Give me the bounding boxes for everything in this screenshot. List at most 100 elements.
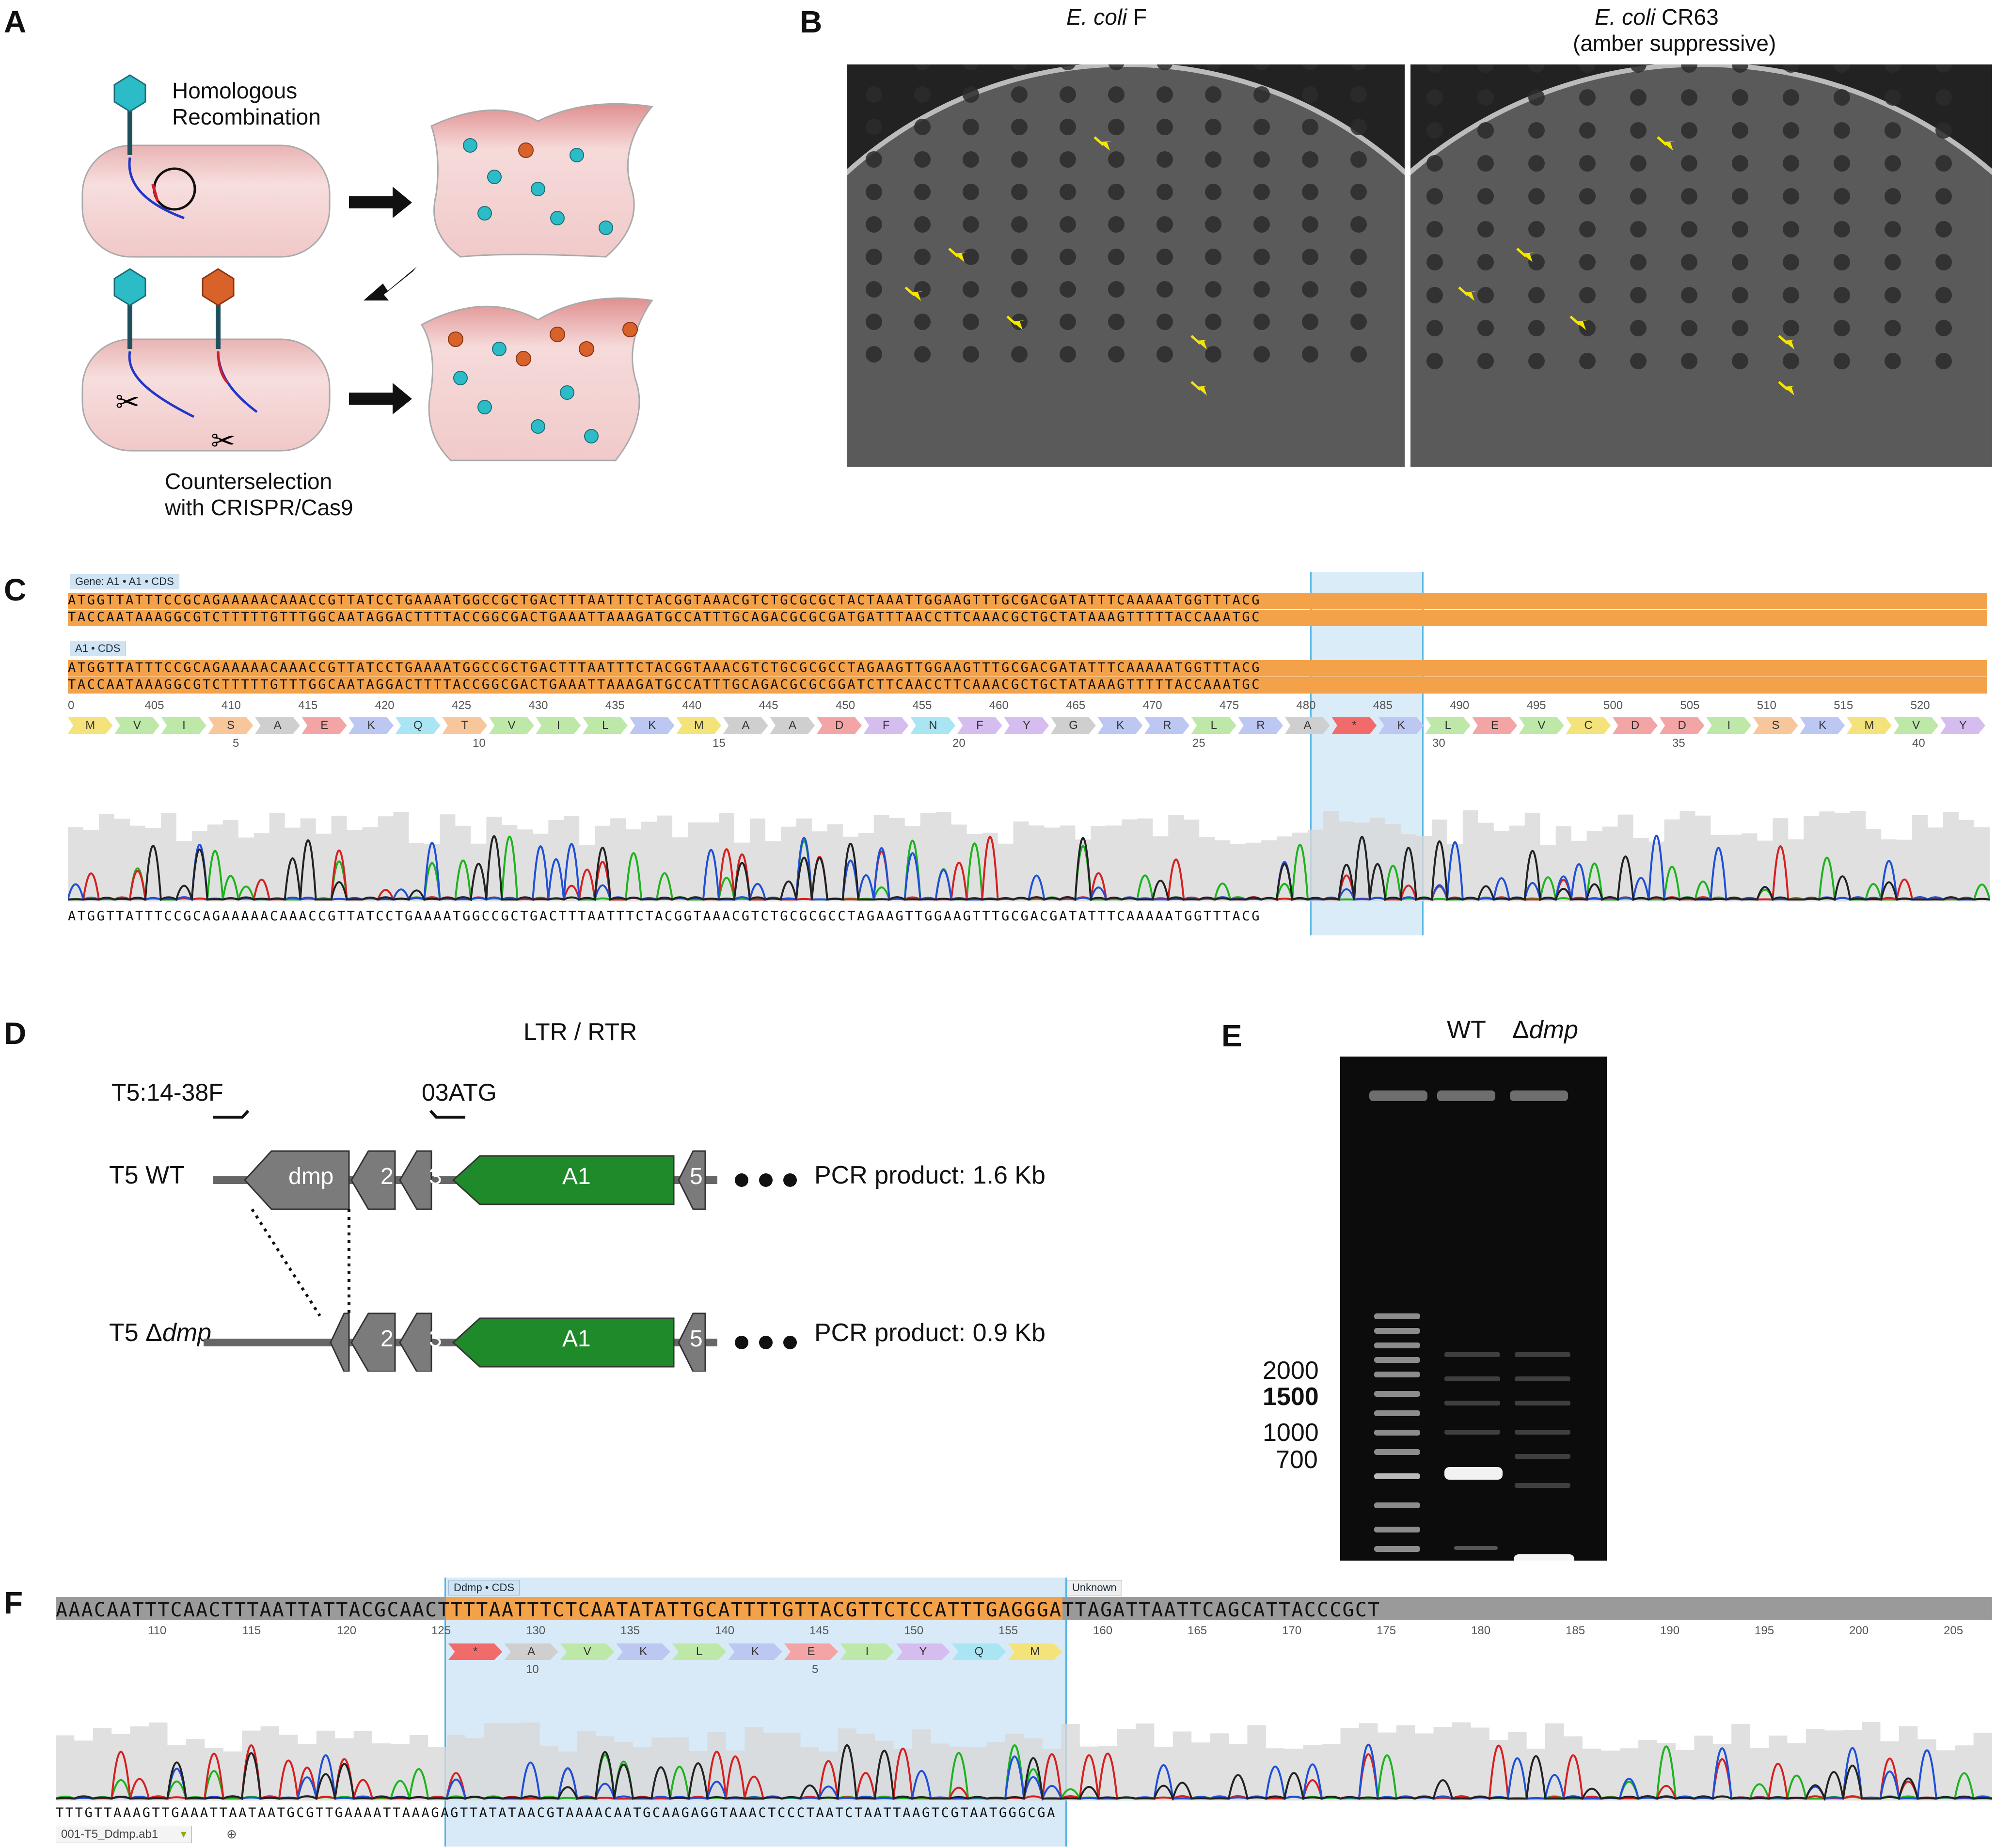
plaque-spot bbox=[1681, 155, 1697, 172]
plaque-spot bbox=[914, 249, 931, 265]
trace-3 bbox=[56, 1744, 1992, 1801]
burst-cell-top bbox=[430, 103, 653, 258]
aa-cell: Q bbox=[952, 1643, 1006, 1660]
mut-top-strand: ATGGTTATTTCCGCAGAAAAACAAACCGTTATCCTGAAAA… bbox=[68, 660, 1987, 677]
plaque-spot bbox=[914, 314, 931, 330]
aa-cell: V bbox=[560, 1643, 615, 1660]
plaque-spot bbox=[1426, 122, 1443, 139]
plaque-spot bbox=[1350, 249, 1367, 265]
plaque-spot bbox=[1350, 184, 1367, 200]
ruler-number: 445 bbox=[759, 699, 778, 712]
ruler-number: 450 bbox=[836, 699, 855, 712]
read-sequence-f: TTTGTTAAAGTTGAAATTAATAATGCGTTGAAAATTAAAG… bbox=[56, 1805, 1057, 1820]
plaque-spot bbox=[1579, 254, 1596, 270]
ruler-number: 405 bbox=[144, 699, 164, 712]
aa-cell: Y bbox=[1940, 717, 1985, 734]
ddmp-cds-tag[interactable]: Ddmp • CDS bbox=[448, 1580, 520, 1595]
plaque-spot bbox=[1108, 346, 1125, 363]
plaque-spot bbox=[1156, 249, 1173, 265]
plaque-spot bbox=[1834, 188, 1850, 205]
marker-700: 700 bbox=[1276, 1446, 1318, 1474]
plaque-spot bbox=[1156, 86, 1173, 103]
ladder-band bbox=[1374, 1357, 1420, 1363]
plaque-spot bbox=[1783, 64, 1799, 73]
ruler-number: 10 bbox=[473, 737, 486, 750]
dropdown-icon[interactable]: ▾ bbox=[180, 1828, 187, 1841]
plaque-spot bbox=[1834, 64, 1850, 73]
arrow-right-icon bbox=[349, 187, 412, 218]
plaque-spot bbox=[1935, 353, 1952, 369]
plaque-spot bbox=[1885, 64, 1901, 73]
ruler-number: 440 bbox=[682, 699, 702, 712]
plaque-spot bbox=[1935, 155, 1952, 172]
deletion-highlight bbox=[444, 1578, 1067, 1847]
plaque-spot bbox=[1011, 216, 1028, 233]
unknown-tag[interactable]: Unknown bbox=[1067, 1580, 1122, 1595]
ruler-number: 515 bbox=[1834, 699, 1853, 712]
aa-cell: C bbox=[1566, 717, 1611, 734]
gene-tag[interactable]: Gene: A1 • A1 • CDS bbox=[70, 574, 179, 589]
plaque-spot bbox=[1350, 314, 1367, 330]
plaque-spot bbox=[1302, 184, 1318, 200]
plaque-spot bbox=[1350, 119, 1367, 135]
ruler-number: 160 bbox=[1093, 1624, 1113, 1637]
aa-cell: D bbox=[817, 717, 862, 734]
plaque-spot bbox=[1528, 89, 1545, 106]
plaque-spot bbox=[1630, 287, 1647, 303]
aa-cell: V bbox=[1893, 717, 1939, 734]
phage-orange-top bbox=[518, 142, 534, 158]
plaque-spot bbox=[1935, 122, 1952, 139]
ruler-number: 470 bbox=[1142, 699, 1162, 712]
plaque-spot bbox=[1732, 122, 1748, 139]
wt-genome-label: T5 WT bbox=[109, 1161, 185, 1189]
plaque-spot bbox=[1681, 353, 1697, 369]
plaque-spot bbox=[1205, 86, 1221, 103]
aa-cell: G bbox=[1051, 717, 1096, 734]
gene-dmp-remnant bbox=[330, 1312, 350, 1372]
plaque-spot bbox=[1253, 314, 1270, 330]
primer-f-arrow-icon bbox=[213, 1109, 250, 1119]
aa-cell: L bbox=[1425, 717, 1471, 734]
aa-cell: D bbox=[1613, 717, 1658, 734]
aa-cell: K bbox=[349, 717, 394, 734]
plaque-spot bbox=[1579, 122, 1596, 139]
file-tab[interactable]: 001-T5_Ddmp.ab1 ▾ bbox=[56, 1826, 192, 1843]
plaque-spot bbox=[866, 151, 882, 168]
cs-text-line1: Counterselection bbox=[165, 469, 333, 494]
aa-cell: K bbox=[1097, 717, 1143, 734]
gene-a1-label-del: A1 bbox=[562, 1326, 591, 1352]
plaque-spot bbox=[963, 314, 979, 330]
plaque-spot bbox=[1681, 188, 1697, 205]
plaque-spot bbox=[1834, 353, 1850, 369]
plaque-spot bbox=[1732, 89, 1748, 106]
plaque-spot bbox=[1834, 221, 1850, 237]
plaque-spot bbox=[1579, 188, 1596, 205]
plaque-spot bbox=[1205, 249, 1221, 265]
plaque-spot bbox=[1630, 320, 1647, 336]
ladder-band bbox=[1374, 1502, 1420, 1508]
ruler-number: 480 bbox=[1296, 699, 1316, 712]
cds-tag[interactable]: A1 • CDS bbox=[70, 641, 126, 656]
ruler-number: 115 bbox=[242, 1624, 261, 1637]
gene-3-arrow-wt bbox=[399, 1150, 432, 1210]
ruler-number: 0 bbox=[68, 699, 75, 712]
aa-cell: R bbox=[1144, 717, 1190, 734]
plaque-spot bbox=[1426, 353, 1443, 369]
aa-cell: M bbox=[1847, 717, 1892, 734]
panel-label-f: F bbox=[4, 1585, 23, 1620]
ladder-band bbox=[1374, 1546, 1420, 1552]
ruler-number: 465 bbox=[1066, 699, 1086, 712]
plaque-spot bbox=[1426, 287, 1443, 303]
aa-cell: I bbox=[536, 717, 581, 734]
ruler-number: 430 bbox=[528, 699, 548, 712]
file-tab-label: 001-T5_Ddmp.ab1 bbox=[61, 1828, 158, 1841]
plaque-spot bbox=[1935, 254, 1952, 270]
plaque-spot bbox=[1477, 89, 1494, 106]
plaque-spot bbox=[1060, 151, 1076, 168]
aa-cell: T bbox=[442, 717, 488, 734]
plaque-spot bbox=[1253, 151, 1270, 168]
add-icon[interactable]: ⊕ bbox=[226, 1827, 237, 1842]
aa-cell: A bbox=[723, 717, 768, 734]
plaque-spot bbox=[963, 119, 979, 135]
